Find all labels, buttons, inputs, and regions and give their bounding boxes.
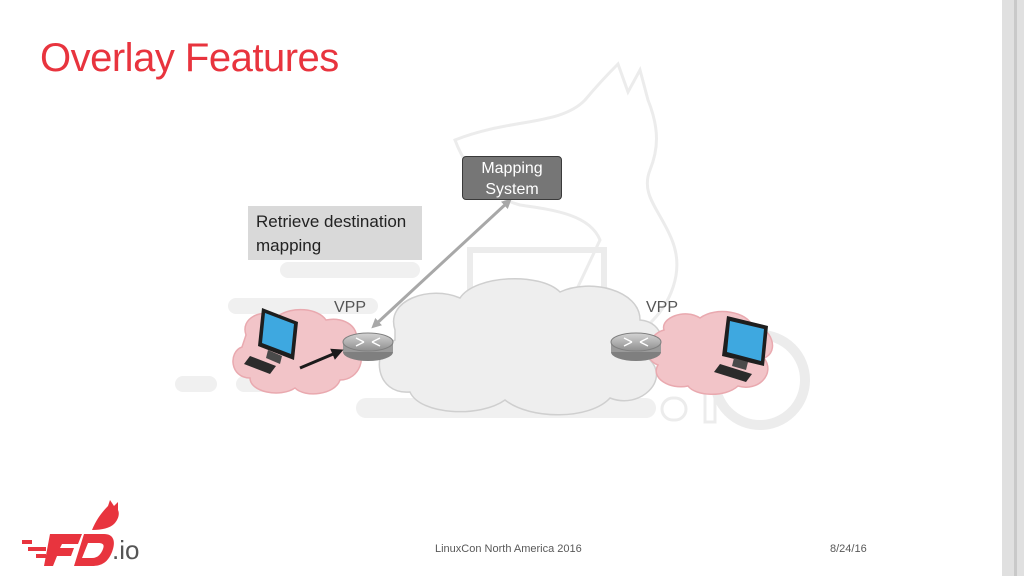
router-icon [342, 332, 394, 361]
footer-event: LinuxCon North America 2016 [435, 543, 582, 555]
mapping-system-box: Mapping System [462, 156, 562, 200]
retrieve-mapping-callout: Retrieve destination mapping [248, 206, 422, 260]
right-edge-line [1014, 0, 1017, 576]
logo-io-suffix: .io [112, 535, 140, 565]
mapping-request-arrow [371, 198, 512, 329]
right-vpp-label: VPP [646, 299, 679, 316]
computer-icon [714, 316, 768, 382]
right-edge-bar [1002, 0, 1024, 576]
left-vpp-label: VPP [334, 299, 367, 316]
fdio-logo-icon [22, 500, 119, 566]
computer-icon [244, 308, 298, 374]
router-icon [610, 332, 662, 361]
footer-date: 8/24/16 [830, 543, 867, 555]
host-to-router-arrow [299, 348, 344, 370]
slide-title: Overlay Features [40, 36, 339, 80]
